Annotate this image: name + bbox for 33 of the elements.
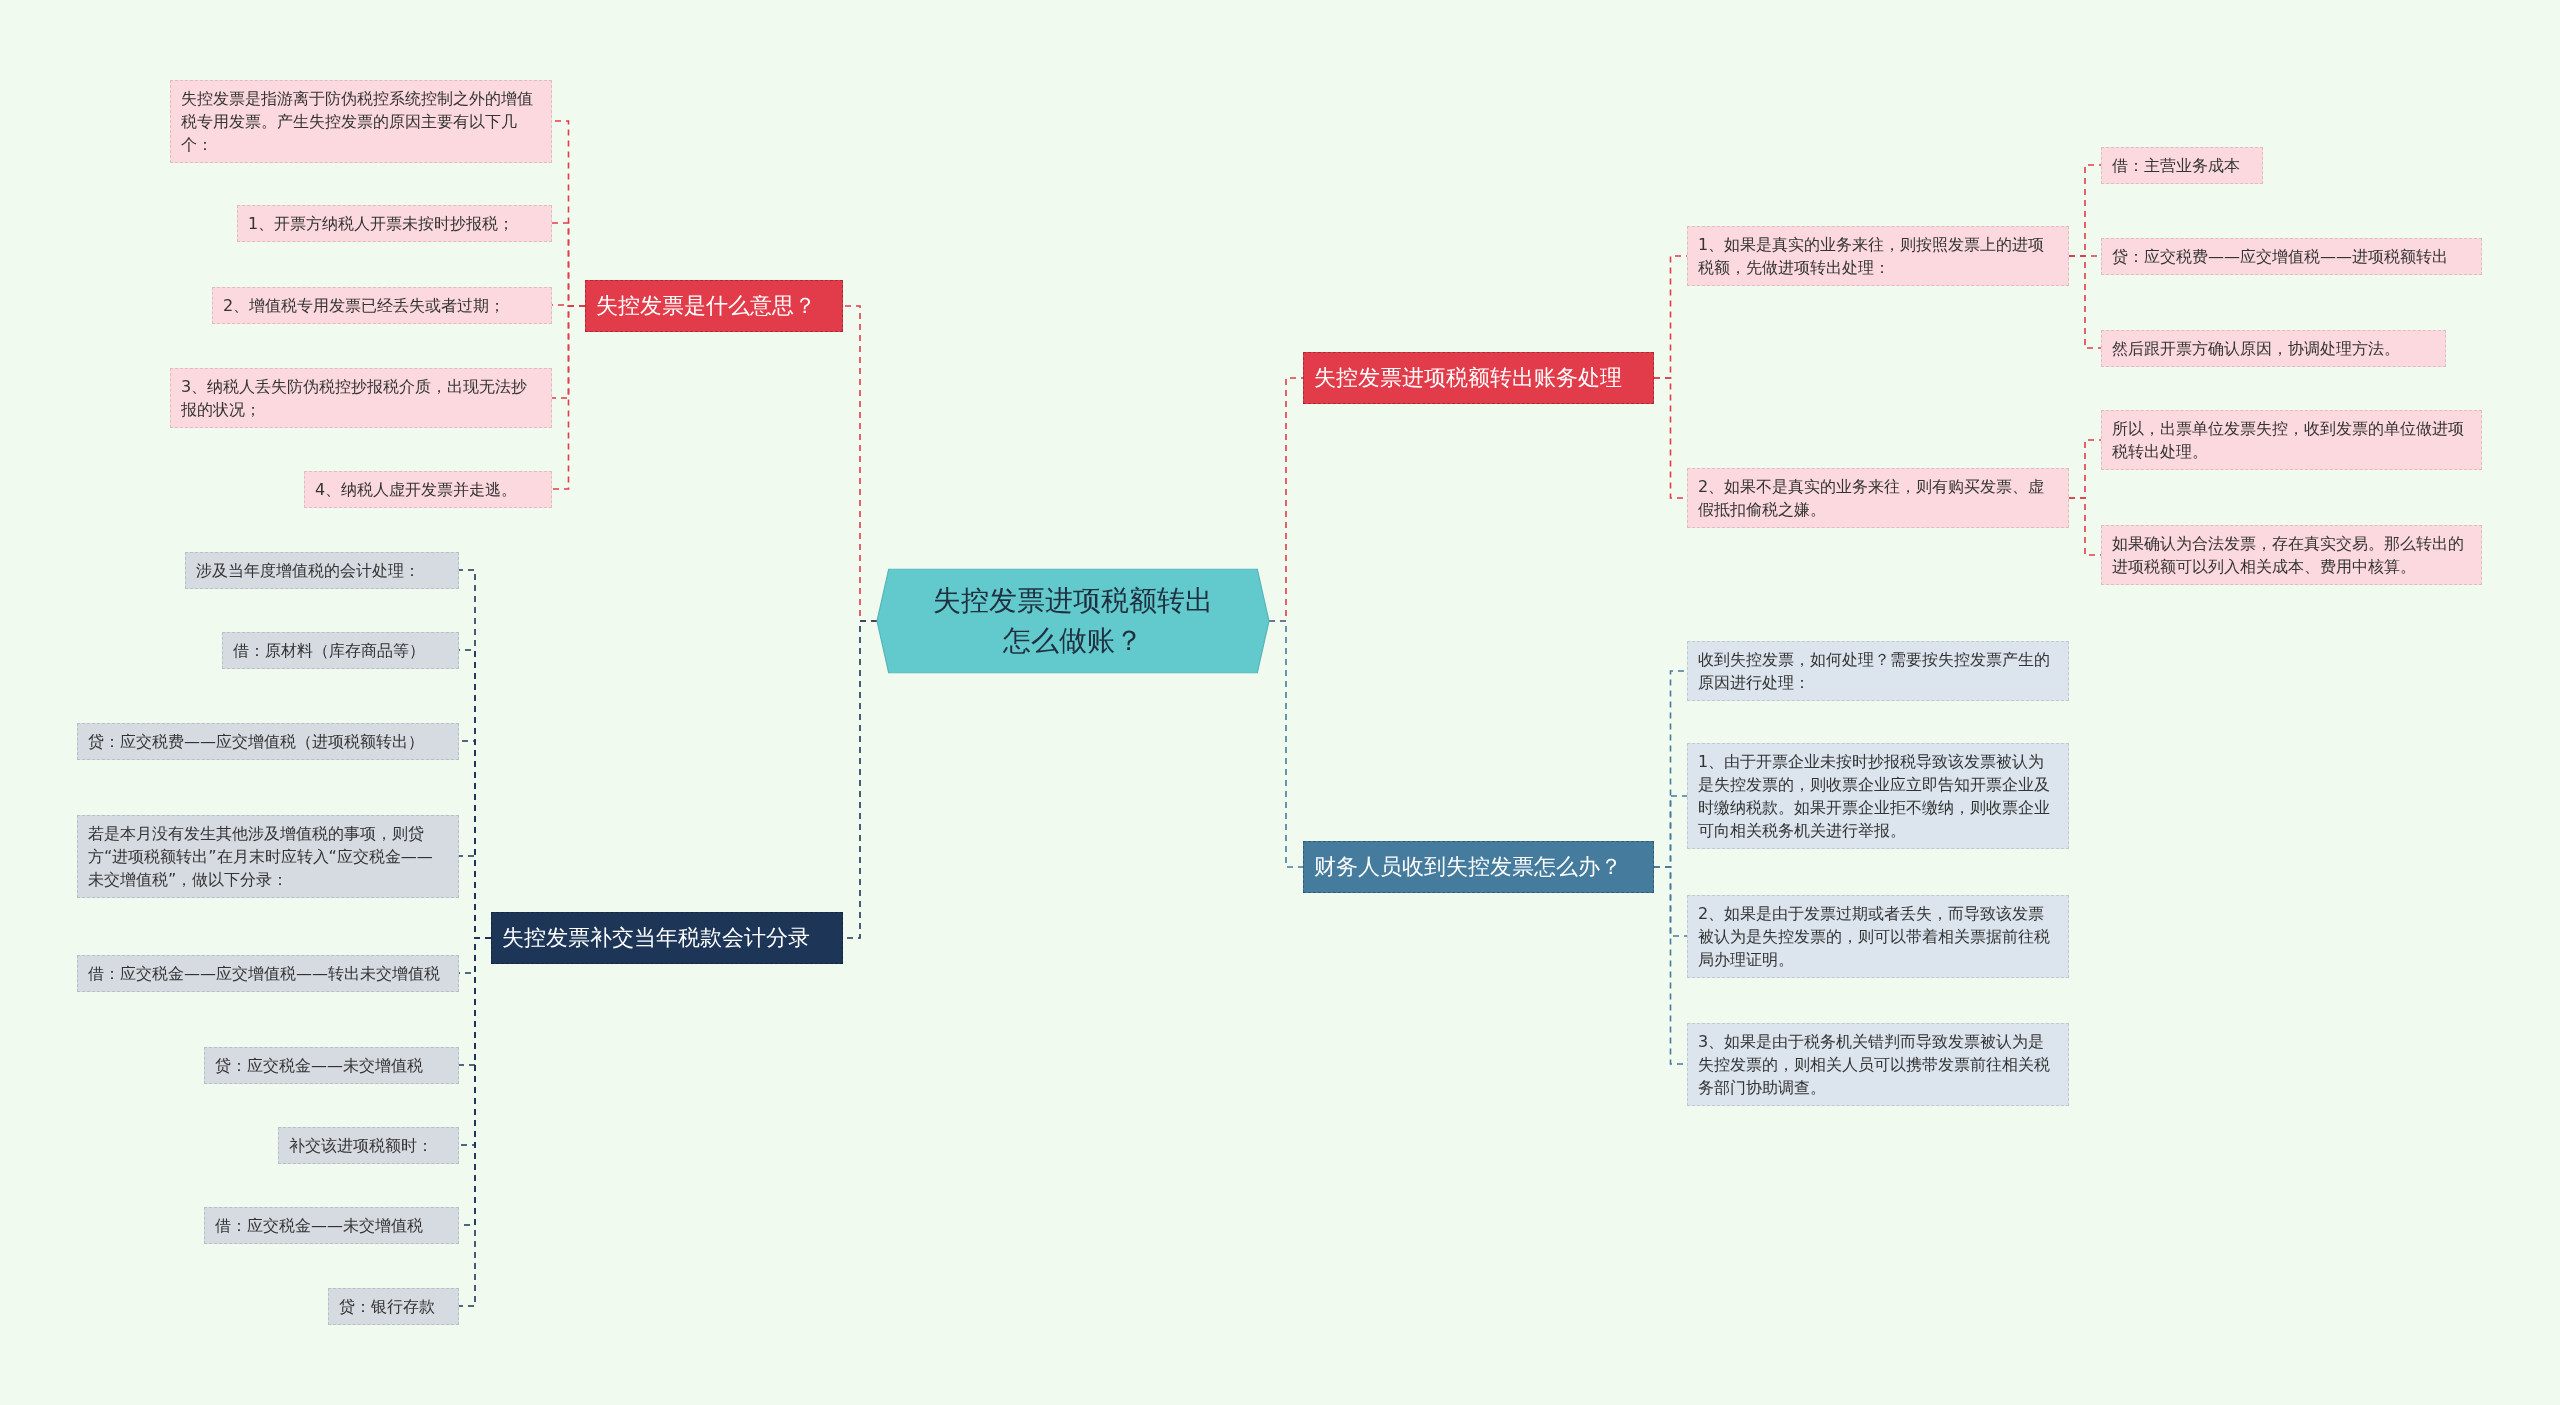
subtopic-box: 2、如果不是真实的业务来往，则有购买发票、虚假抵扣偷税之嫌。 bbox=[1687, 468, 2069, 528]
subtopic-box: 1、由于开票企业未按时抄报税导致该发票被认为是失控发票的，则收票企业应立即告知开票企业及时缴纳税款。如果开票企业拒不缴纳，则收票企业可向相关税务机关进行举报。 bbox=[1687, 743, 2069, 849]
subtopic-box: 失控发票是指游离于防伪税控系统控制之外的增值税专用发票。产生失控发票的原因主要有以下几个： bbox=[170, 79, 552, 163]
branch-topic: 失控发票是什么意思？ bbox=[585, 280, 843, 332]
subtopic-box: 3、纳税人丢失防伪税控抄报税介质，出现无法抄报的状况； bbox=[170, 368, 552, 428]
subtopic-box: 贷：应交税金——未交增值税 bbox=[204, 1046, 459, 1084]
subtopic-box: 收到失控发票，如何处理？需要按失控发票产生的原因进行处理： bbox=[1687, 641, 2069, 701]
connector-line bbox=[1268, 620, 1304, 868]
branch-topic: 财务人员收到失控发票怎么办？ bbox=[1303, 841, 1654, 893]
subtopic-box: 补交该进项税额时： bbox=[278, 1126, 459, 1164]
subtopic-box: 2、如果是由于发票过期或者丢失，而导致该发票被认为是失控发票的，则可以带着相关票据前往税局办理证明。 bbox=[1687, 894, 2069, 978]
subtopic-box: 所以，出票单位发票失控，收到发票的单位做进项税转出处理。 bbox=[2101, 410, 2482, 470]
subtopic-box: 借：应交税金——未交增值税 bbox=[204, 1206, 459, 1244]
subtopic-box: 然后跟开票方确认原因，协调处理方法。 bbox=[2101, 329, 2446, 367]
subtopic-box: 贷：应交税费——应交增值税——进项税额转出 bbox=[2101, 237, 2482, 275]
connector-line bbox=[2068, 255, 2102, 349]
subtopic-box: 4、纳税人虚开发票并走逃。 bbox=[304, 470, 552, 508]
subtopic-box: 2、增值税专用发票已经丢失或者过期； bbox=[212, 286, 552, 324]
central-topic: 失控发票进项税额转出怎么做账？ bbox=[877, 569, 1269, 673]
subtopic-box: 借：应交税金——应交增值税——转出未交增值税 bbox=[77, 954, 459, 992]
subtopic-box: 借：原材料（库存商品等） bbox=[222, 631, 459, 669]
subtopic-box: 涉及当年度增值税的会计处理： bbox=[185, 551, 459, 589]
connector-line bbox=[551, 305, 586, 490]
subtopic-box: 贷：应交税费——应交增值税（进项税额转出） bbox=[77, 722, 459, 760]
subtopic-box: 贷：银行存款 bbox=[328, 1287, 459, 1325]
subtopic-box: 1、如果是真实的业务来往，则按照发票上的进项税额，先做进项转出处理： bbox=[1687, 226, 2069, 286]
branch-topic: 失控发票进项税额转出账务处理 bbox=[1303, 352, 1654, 404]
subtopic-box: 借：主营业务成本 bbox=[2101, 146, 2263, 184]
subtopic-box: 若是本月没有发生其他涉及增值税的事项，则贷方“进项税额转出”在月末时应转入“应交税金——未交增值税”，做以下分录： bbox=[77, 814, 459, 898]
subtopic-box: 如果确认为合法发票，存在真实交易。那么转出的进项税额可以列入相关成本、费用中核算。 bbox=[2101, 525, 2482, 585]
subtopic-box: 3、如果是由于税务机关错判而导致发票被认为是失控发票的，则相关人员可以携带发票前往相关税务部门协助调查。 bbox=[1687, 1022, 2069, 1106]
subtopic-box: 1、开票方纳税人开票未按时抄报税； bbox=[237, 204, 552, 242]
branch-topic: 失控发票补交当年税款会计分录 bbox=[491, 912, 843, 964]
